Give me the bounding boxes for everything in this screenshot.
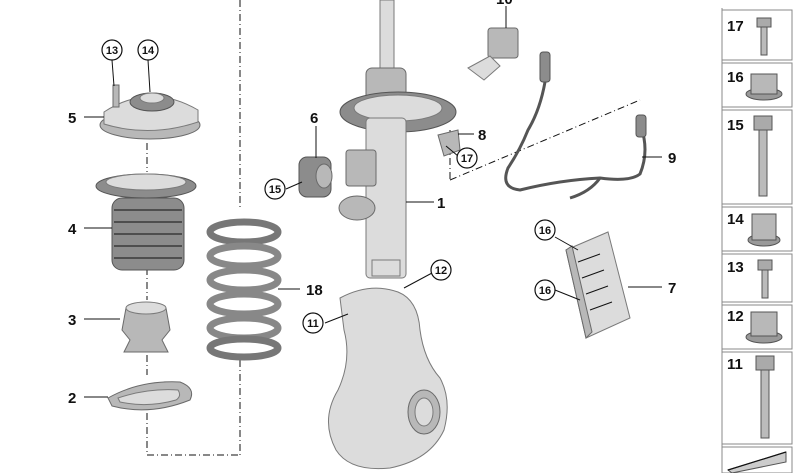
short-bolt-icon [757, 259, 773, 299]
callout-circle: 14 [137, 39, 159, 61]
svg-text:17: 17 [461, 153, 473, 165]
callout-number: 9 [668, 150, 676, 167]
sensor-cable [504, 51, 647, 200]
svg-text:14: 14 [142, 45, 155, 57]
svg-text:12: 12 [727, 308, 744, 325]
fastener-sidebar: 17 16 15 14 [721, 8, 793, 473]
svg-text:16: 16 [727, 69, 744, 86]
callout-number: 2 [68, 390, 76, 407]
sidebar-item: 13 [721, 253, 793, 303]
callout-number: 7 [668, 280, 676, 297]
sidebar-item: 12 [721, 304, 793, 350]
spring-seat [107, 381, 193, 411]
flange-nut-icon [745, 73, 783, 101]
callout-circle: 16 [534, 219, 556, 241]
strut-top-mount [99, 84, 201, 140]
svg-text:17: 17 [727, 18, 744, 35]
sidebar-item: 16 [721, 62, 793, 108]
rubber-bushing [298, 156, 333, 198]
assembly-centerline [146, 0, 641, 456]
svg-text:16: 16 [539, 225, 551, 237]
callout-circle: 11 [302, 312, 324, 334]
control-unit-bracket [467, 27, 519, 81]
callout-number: 10 [496, 0, 513, 8]
svg-text:12: 12 [435, 265, 447, 277]
callout-circle: 12 [430, 259, 452, 281]
svg-text:13: 13 [106, 45, 118, 57]
steering-knuckle [327, 287, 448, 470]
electronic-module [565, 231, 631, 339]
shock-absorber [338, 0, 457, 279]
callout-circle: 15 [264, 178, 286, 200]
svg-text:14: 14 [727, 211, 744, 228]
nut-icon [747, 213, 781, 247]
callout-number: 3 [68, 312, 76, 329]
callout-circle: 16 [534, 279, 556, 301]
dust-boot [95, 173, 197, 271]
long-bolt-icon [755, 355, 775, 439]
leader-lines [84, 6, 662, 398]
callout-circle: 17 [456, 147, 478, 169]
sidebar-item: 17 [721, 9, 793, 61]
coil-spring [206, 218, 282, 361]
svg-text:13: 13 [727, 259, 744, 276]
svg-text:15: 15 [269, 184, 281, 196]
callout-number: 4 [68, 221, 77, 238]
long-bolt-icon [753, 115, 773, 197]
flange-nut-icon [745, 311, 783, 344]
callout-number: 8 [478, 127, 486, 144]
sensor-bracket [437, 129, 461, 157]
svg-text:16: 16 [539, 285, 551, 297]
svg-text:15: 15 [727, 117, 744, 134]
sidebar-item: 14 [721, 206, 793, 252]
callout-number: 5 [68, 110, 76, 127]
svg-text:11: 11 [727, 356, 743, 373]
callout-circle: 13 [101, 39, 123, 61]
callout-number: 1 [437, 195, 445, 212]
wedge-icon [721, 446, 793, 473]
svg-text:11: 11 [307, 318, 319, 330]
bolt-icon [756, 17, 772, 56]
sidebar-item: 11 [721, 351, 793, 445]
bump-stop [121, 301, 171, 353]
callout-number: 18 [306, 282, 323, 299]
sidebar-item: 15 [721, 109, 793, 205]
callout-number: 6 [310, 110, 318, 127]
